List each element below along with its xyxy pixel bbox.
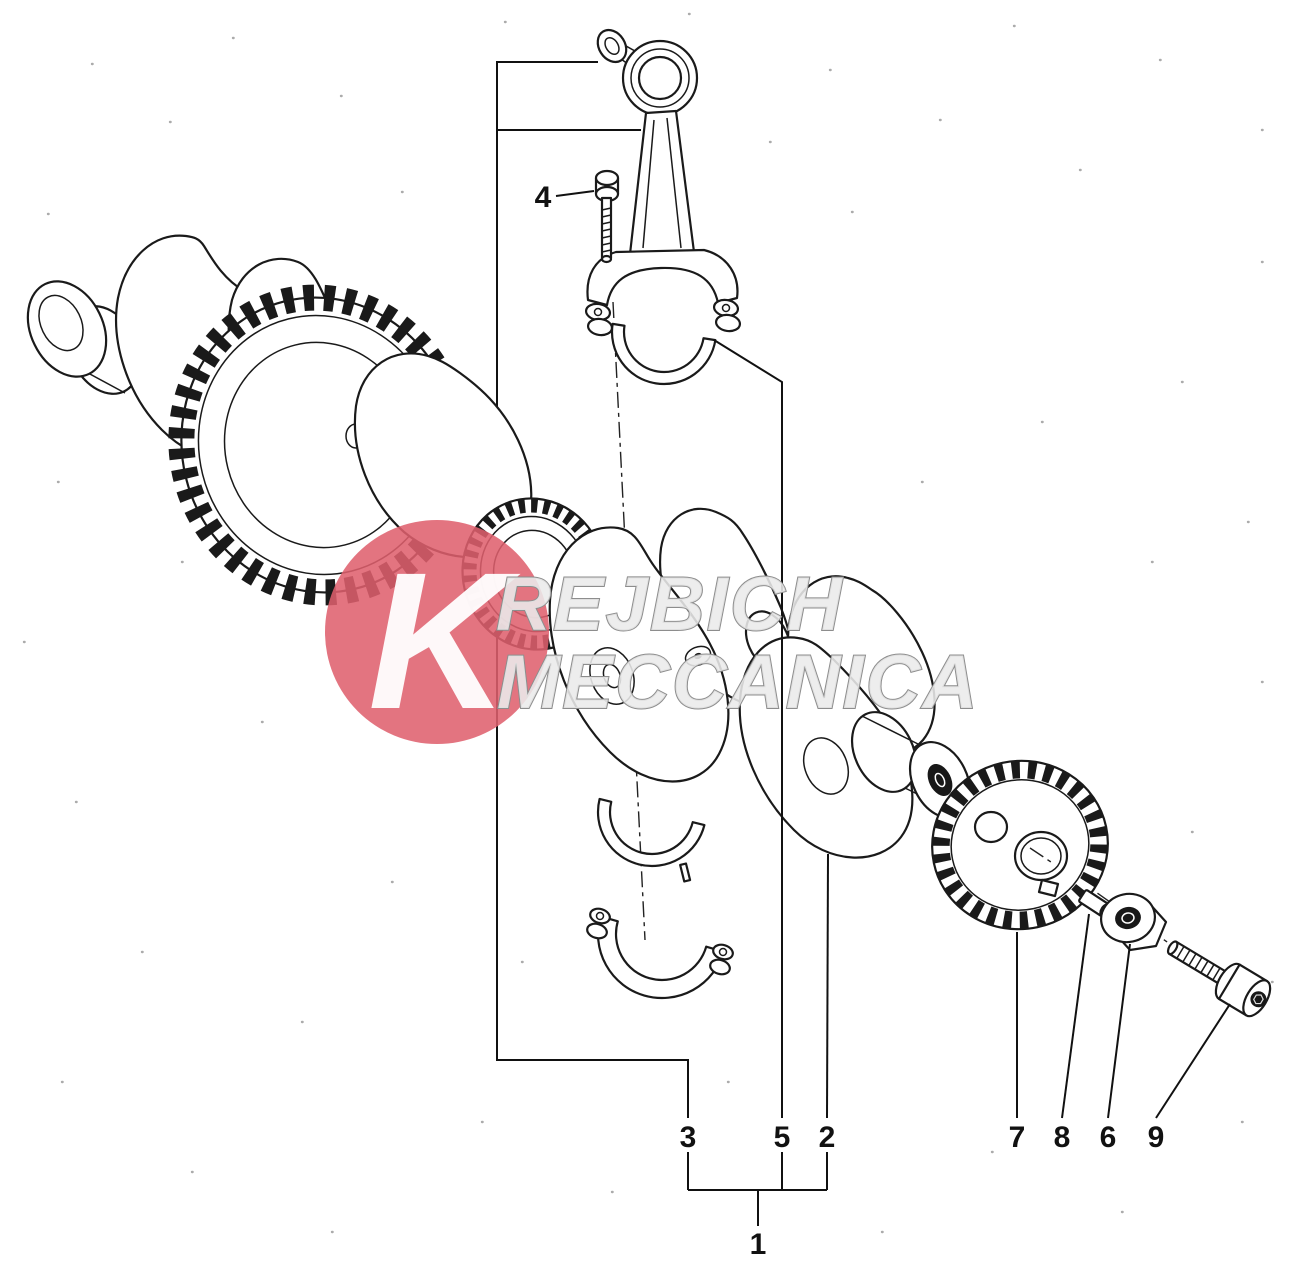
rod-big-end xyxy=(586,248,739,307)
timing-wheel xyxy=(931,759,1109,931)
callout-bracket-group xyxy=(496,61,689,1118)
leader-5 xyxy=(713,339,783,1118)
callout-numbers: 4 3 5 2 7 8 6 9 1 xyxy=(535,181,1165,1261)
rod-bolt-boss-left xyxy=(584,302,614,337)
callout-4: 4 xyxy=(535,181,552,214)
callout-8: 8 xyxy=(1054,1121,1071,1154)
nut-bore xyxy=(1115,906,1141,930)
connecting-rod xyxy=(584,28,742,337)
leader-4 xyxy=(555,190,595,197)
watermark-text-line1: REJBICH xyxy=(496,562,844,647)
watermark-text-line2: MECCANICA xyxy=(497,640,979,725)
bracket-part1 xyxy=(687,1152,828,1226)
leader-9 xyxy=(1155,1003,1231,1119)
leader-6 xyxy=(1107,943,1131,1119)
flange-nut xyxy=(1100,892,1168,952)
callout-6: 6 xyxy=(1100,1121,1117,1154)
bearing-shell-lower xyxy=(596,797,706,868)
wheel-teeth xyxy=(932,761,1108,929)
callout-1: 1 xyxy=(750,1228,767,1261)
callout-lines xyxy=(555,190,1231,1226)
bearing-shell-upper xyxy=(610,322,717,386)
rod-centerline xyxy=(612,301,646,941)
wheel-small-hole xyxy=(973,810,1009,844)
callout-7: 7 xyxy=(1009,1121,1026,1154)
watermark: K REJBICH MECCANICA xyxy=(325,520,979,750)
crank-web-center-front xyxy=(548,526,730,783)
callout-2: 2 xyxy=(819,1121,836,1154)
callout-3: 3 xyxy=(680,1121,697,1154)
oil-hole xyxy=(684,645,712,667)
right-web-journal-face xyxy=(802,737,850,795)
socket-bolt-threads xyxy=(1176,946,1227,985)
bolt-threads xyxy=(601,207,612,253)
hex-socket xyxy=(1250,991,1267,1008)
rod-bolt xyxy=(594,169,620,264)
leader-8 xyxy=(1061,913,1090,1119)
callout-9: 9 xyxy=(1148,1121,1165,1154)
rod-cap xyxy=(586,907,734,1000)
wheel-keyway xyxy=(1037,878,1060,898)
noise-dots xyxy=(22,12,1274,1234)
watermark-logo-circle xyxy=(325,520,549,744)
callout-5: 5 xyxy=(774,1121,791,1154)
right-shaft-end xyxy=(850,711,972,819)
left-shaft-end xyxy=(26,280,141,395)
socket-bolt xyxy=(1166,940,1272,1018)
bolt-shaft xyxy=(600,196,613,260)
bracket-line-part3 xyxy=(496,61,689,1118)
shaft-bore xyxy=(927,763,953,797)
rod-beam xyxy=(628,109,696,256)
watermark-logo-letter: K xyxy=(368,532,521,750)
leader-2 xyxy=(826,853,829,1119)
scan-noise xyxy=(22,12,1274,1234)
crankpin-face xyxy=(589,647,635,705)
bearing-shells xyxy=(586,322,734,1000)
locating-pin-small xyxy=(679,862,692,883)
rod-bolt-boss-right xyxy=(712,298,742,333)
